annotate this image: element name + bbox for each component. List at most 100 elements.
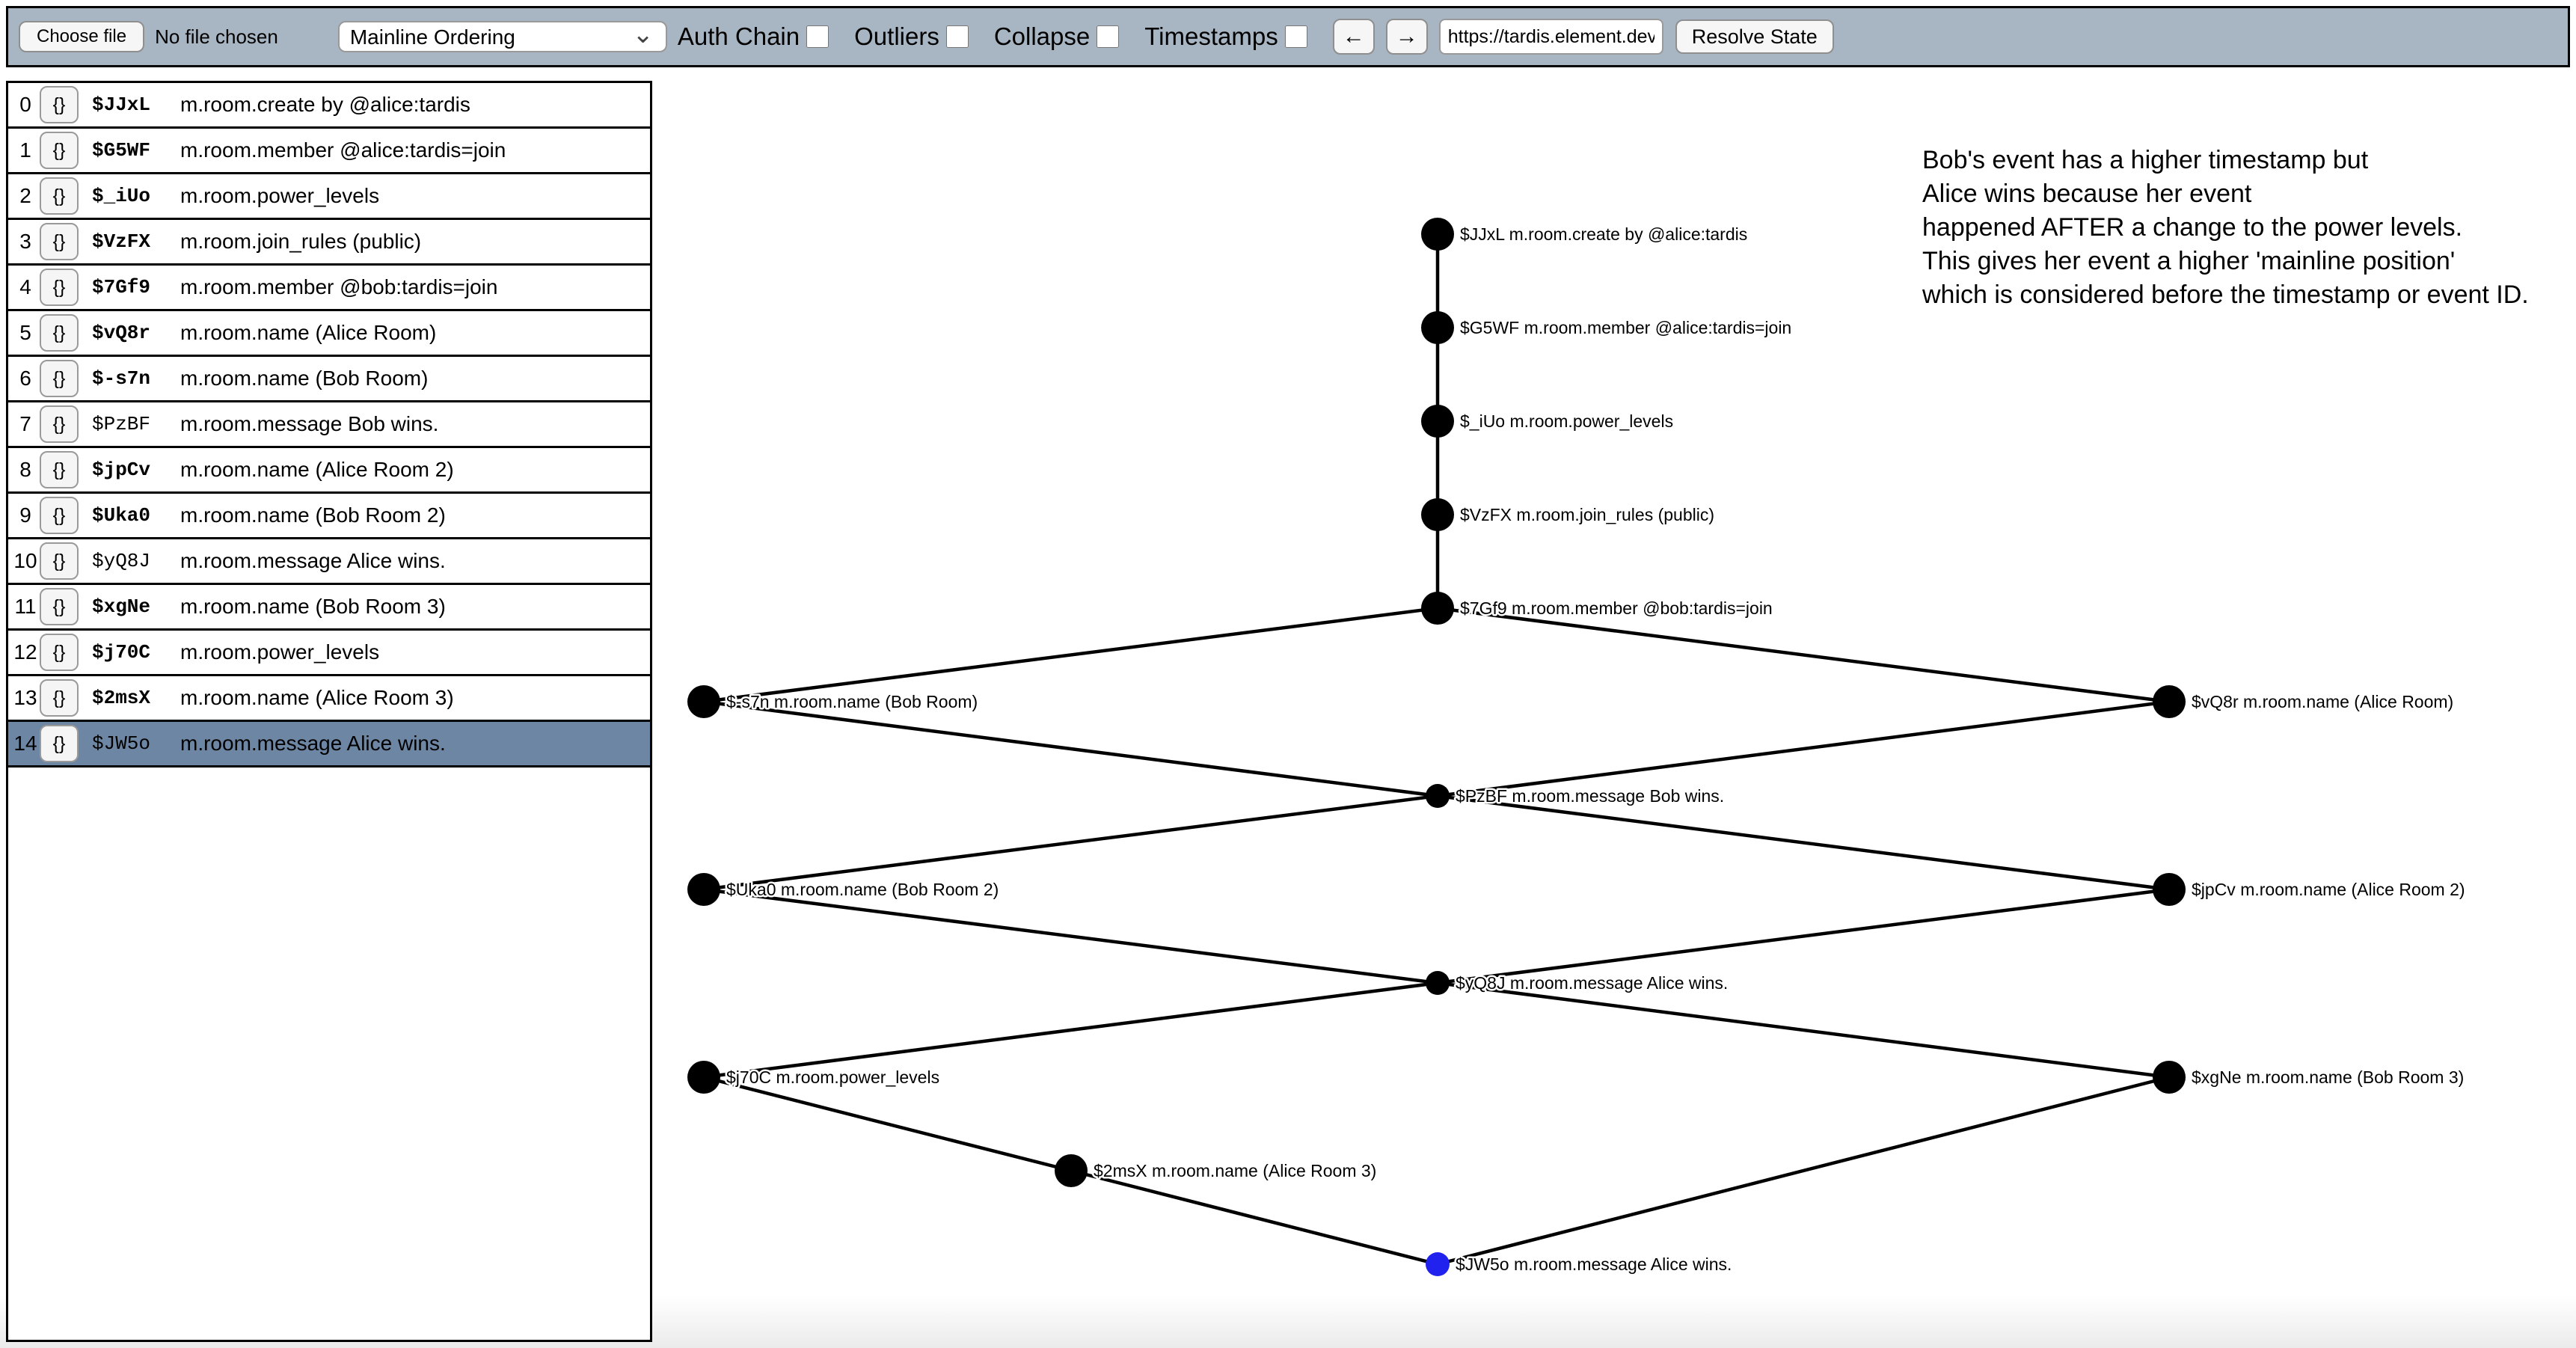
event-id: $PzBF — [92, 413, 151, 435]
event-id: $_iUo — [92, 185, 151, 207]
dag-node-$Uka0[interactable] — [687, 873, 720, 906]
event-id: $JW5o — [92, 732, 151, 755]
event-description: m.room.member @bob:tardis=join — [180, 275, 498, 298]
checkbox-label-timestamps: Timestamps — [1144, 22, 1278, 50]
event-description: m.room.create by @alice:tardis — [180, 93, 470, 116]
event-index: 9 — [19, 503, 31, 527]
dag-node-$JJxL[interactable] — [1421, 218, 1454, 251]
ordering-select[interactable]: Mainline Ordering — [337, 21, 667, 52]
event-json-button[interactable]: {} — [40, 360, 79, 397]
event-json-button[interactable]: {} — [40, 269, 79, 306]
event-index: 11 — [14, 595, 37, 618]
url-input[interactable] — [1438, 19, 1663, 55]
dag-node-$G5WF[interactable] — [1421, 311, 1454, 344]
choose-file-button[interactable]: Choose file — [19, 21, 145, 52]
event-json-button[interactable]: {} — [40, 588, 79, 625]
dag-node-$_iUo[interactable] — [1421, 405, 1454, 438]
dag-node-label: $7Gf9 m.room.member @bob:tardis=join — [1460, 598, 1773, 618]
event-index: 1 — [19, 138, 31, 162]
back-button[interactable]: ← — [1332, 19, 1375, 55]
dag-node-$xgNe[interactable] — [2153, 1061, 2186, 1094]
checkbox-collapse[interactable] — [1097, 25, 1120, 48]
dag-node-$vQ8r[interactable] — [2153, 685, 2186, 718]
event-json-button[interactable]: {} — [40, 497, 79, 534]
event-index: 0 — [19, 93, 31, 116]
event-row-7[interactable]: 7 {} $PzBF m.room.message Bob wins. — [8, 402, 650, 448]
dag-node-$yQ8J[interactable] — [1426, 971, 1450, 995]
event-row-10[interactable]: 10{} $yQ8J m.room.message Alice wins. — [8, 539, 650, 585]
dag-node-$PzBF[interactable] — [1426, 784, 1450, 808]
annotation-line: Alice wins because her event — [1922, 180, 2252, 208]
checkbox-outliers[interactable] — [945, 25, 969, 48]
annotation-line: happened AFTER a change to the power lev… — [1922, 213, 2463, 242]
event-json-button[interactable]: {} — [40, 314, 79, 352]
event-id: $xgNe — [92, 595, 151, 618]
dag-node-$j70C[interactable] — [687, 1061, 720, 1094]
event-description: m.room.message Alice wins. — [180, 732, 446, 755]
event-json-button[interactable]: {} — [40, 86, 79, 123]
dag-node-label: $xgNe m.room.name (Bob Room 3) — [2192, 1067, 2464, 1087]
event-description: m.room.member @alice:tardis=join — [180, 138, 506, 162]
event-id: $yQ8J — [92, 550, 151, 572]
dag-node-$VzFX[interactable] — [1421, 498, 1454, 531]
dag-edge — [703, 981, 1438, 1079]
dag-node-$7Gf9[interactable] — [1421, 592, 1454, 625]
event-id: $2msX — [92, 687, 151, 709]
checkbox-auth-chain[interactable] — [806, 25, 829, 48]
dag-node-$jpCv[interactable] — [2153, 873, 2186, 906]
dag-node-label: $2msX m.room.name (Alice Room 3) — [1094, 1161, 1376, 1180]
event-description: m.room.message Bob wins. — [180, 412, 439, 435]
forward-button[interactable]: → — [1385, 19, 1428, 55]
checkbox-timestamps[interactable] — [1284, 25, 1307, 48]
event-json-button[interactable]: {} — [40, 223, 79, 260]
event-description: m.room.name (Alice Room) — [180, 321, 437, 344]
event-description: m.room.name (Alice Room 2) — [180, 458, 454, 481]
event-json-button[interactable]: {} — [40, 451, 79, 488]
event-json-button[interactable]: {} — [40, 177, 79, 215]
dag-node-$JW5o[interactable] — [1426, 1252, 1450, 1276]
resolve-state-button[interactable]: Resolve State — [1675, 19, 1834, 54]
dag-edge — [703, 887, 1438, 985]
event-row-4[interactable]: 4 {} $7Gf9 m.room.member @bob:tardis=join — [8, 266, 650, 311]
dag-node-label: $Uka0 m.room.name (Bob Room 2) — [726, 880, 999, 899]
event-row-14[interactable]: 14{} $JW5o m.room.message Alice wins. — [8, 722, 650, 768]
event-row-1[interactable]: 1 {} $G5WF m.room.member @alice:tardis=join — [8, 129, 650, 174]
event-json-button[interactable]: {} — [40, 725, 79, 762]
event-json-button[interactable]: {} — [40, 634, 79, 671]
dag-node-$-s7n[interactable] — [687, 685, 720, 718]
dag-node-label: $yQ8J m.room.message Alice wins. — [1456, 973, 1728, 993]
event-description: m.room.name (Bob Room 2) — [180, 503, 446, 527]
event-description: m.room.power_levels — [180, 640, 380, 664]
event-id: $G5WF — [92, 139, 151, 162]
event-json-button[interactable]: {} — [40, 132, 79, 169]
annotation-line: This gives her event a higher 'mainline … — [1922, 247, 2456, 275]
event-id: $7Gf9 — [92, 276, 151, 298]
event-json-button[interactable]: {} — [40, 679, 79, 717]
event-description: m.room.name (Bob Room) — [180, 367, 429, 390]
event-description: m.room.join_rules (public) — [180, 230, 422, 253]
annotation-line: Bob's event has a higher timestamp but — [1922, 146, 2369, 174]
event-index: 3 — [19, 230, 31, 253]
event-index: 7 — [19, 412, 31, 435]
dag-node-$2msX[interactable] — [1055, 1154, 1088, 1187]
dag-edge — [703, 1075, 1072, 1173]
event-index: 4 — [19, 275, 31, 298]
event-index: 12 — [13, 640, 37, 664]
dag-node-label: $vQ8r m.room.name (Alice Room) — [2192, 692, 2453, 711]
event-index: 10 — [13, 549, 37, 572]
event-json-button[interactable]: {} — [40, 542, 79, 580]
event-description: m.room.message Alice wins. — [180, 549, 446, 572]
event-index: 14 — [13, 732, 37, 755]
event-json-button[interactable]: {} — [40, 405, 79, 443]
